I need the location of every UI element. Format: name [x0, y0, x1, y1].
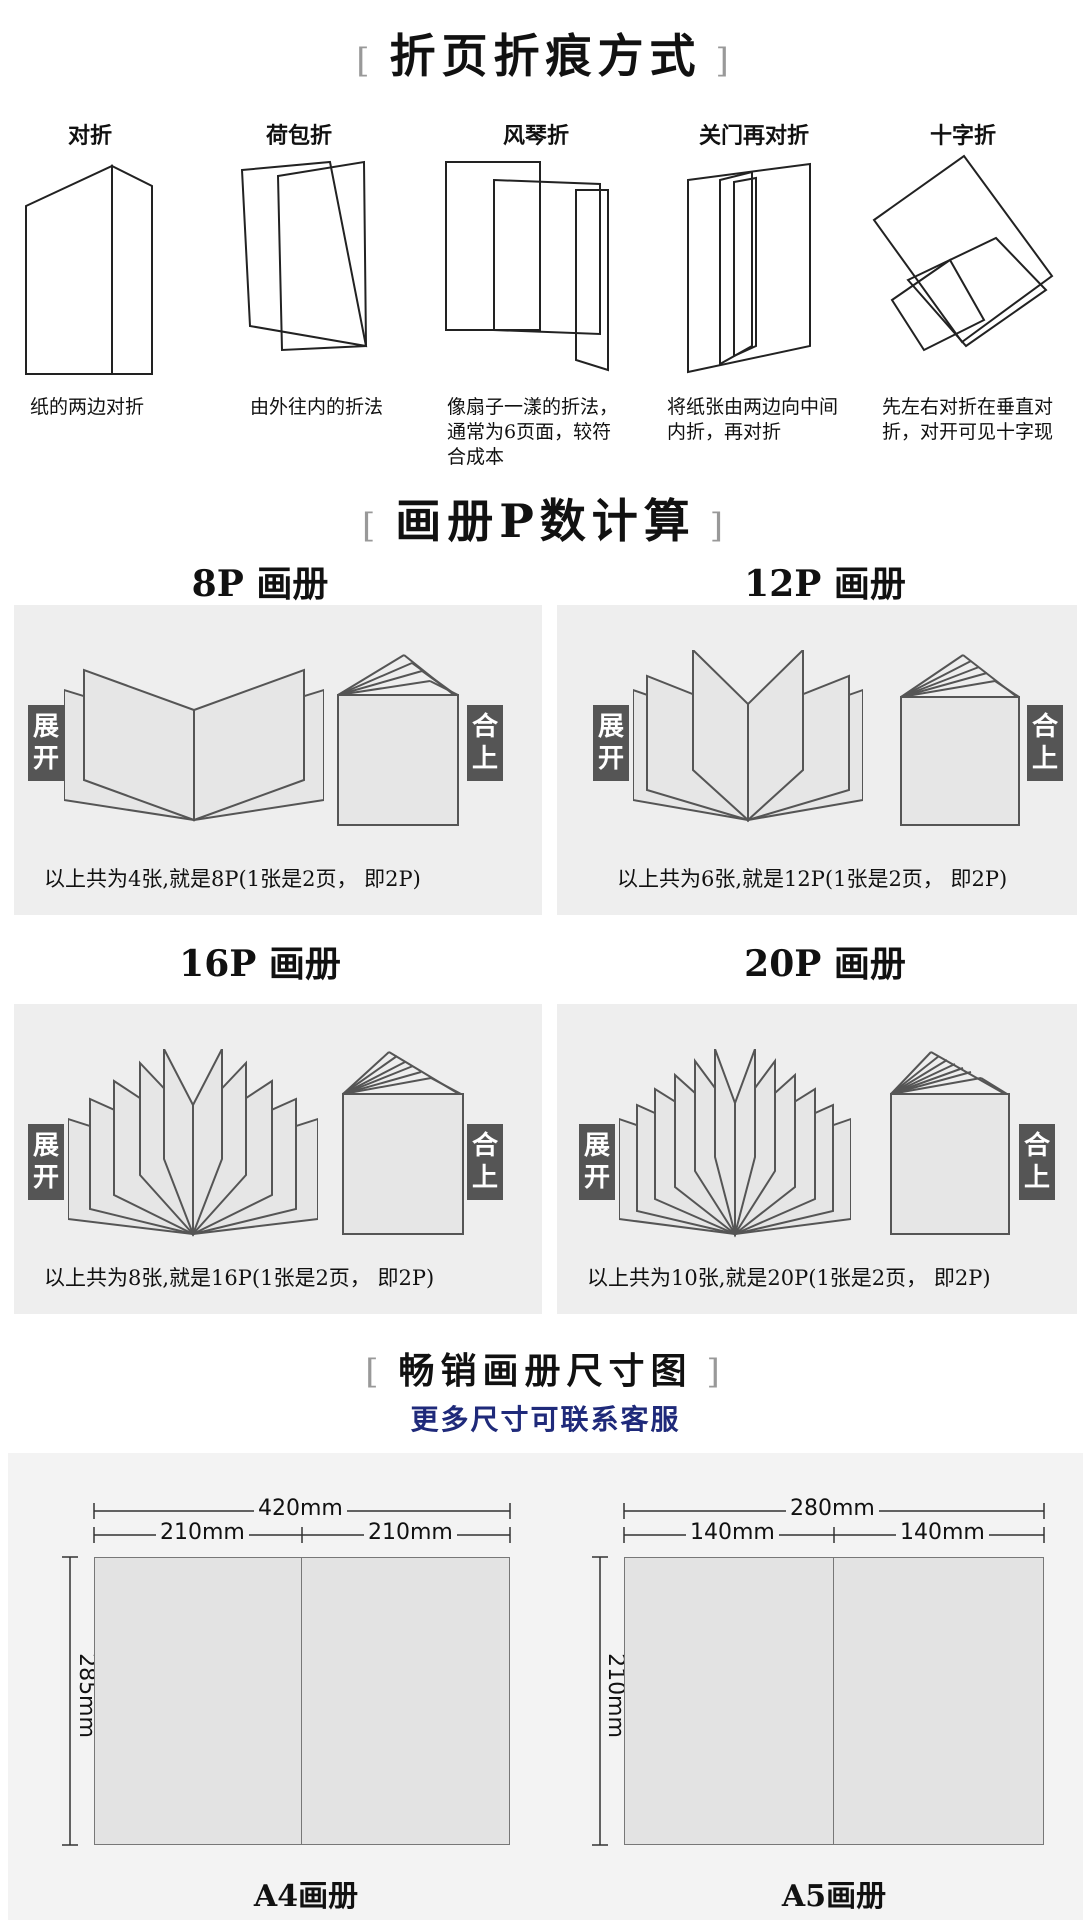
close-tag: 合上: [1027, 705, 1063, 781]
size-title-text: 畅销画册尺寸图: [398, 1350, 693, 1392]
bracket-close: ]: [706, 1352, 726, 1392]
a5-caption: A5画册: [781, 1879, 887, 1914]
a4-right-page: [301, 1557, 510, 1845]
close-tag: 合上: [1019, 1124, 1055, 1200]
panel-8p: 展开 合上 以上共为4张,就是8P(1张是2页， 即2P): [14, 605, 542, 915]
open-book-icon: [619, 1049, 851, 1238]
fold-desc-gate: 将纸张由两边向中间内折，再对折: [667, 396, 839, 443]
panel-caption-12p: 以上共为6张,就是12P(1张是2页， 即2P): [617, 867, 1008, 891]
panel-title-20p: 20P 画册: [744, 943, 906, 985]
a5-left-width: 140mm: [686, 1520, 779, 1545]
bracket-open: [: [361, 506, 382, 546]
panel-caption-16p: 以上共为8张,就是16P(1张是2页， 即2P): [44, 1266, 435, 1290]
fold-desc-cross: 先左右对折在垂直对折，对开可见十字现: [882, 396, 1054, 443]
fold-desc-accordion: 像扇子一漾的折法，通常为6页面，较符合成本: [447, 396, 619, 468]
a4-left-page: [94, 1557, 302, 1845]
a4-total-width: 420mm: [254, 1496, 347, 1521]
half-fold-diagram: [25, 164, 153, 375]
pages-section-title: [ 画册P数计算]: [0, 485, 1091, 551]
fold-desc-half: 纸的两边对折: [30, 396, 145, 418]
fold-diagrams: [25, 154, 1054, 375]
fold-label-pocket: 荷包折: [265, 123, 332, 149]
closed-book-icon: [337, 654, 459, 826]
closed-book-icon: [342, 1051, 464, 1235]
fold-desc-pocket: 由外往内的折法: [250, 396, 384, 418]
size-section-subtitle: 更多尺寸可联系客服: [410, 1403, 681, 1436]
open-tag: 展开: [28, 705, 64, 781]
fold-section-title: [ 折页折痕方式]: [0, 20, 1091, 86]
pocket-fold-diagram: [240, 160, 368, 352]
closed-book-icon: [900, 654, 1020, 826]
a4-caption: A4画册: [253, 1879, 359, 1914]
a5-left-page: [624, 1557, 834, 1845]
fold-label-cross: 十字折: [929, 123, 996, 149]
panel-title-8p: 8P 画册: [191, 563, 329, 605]
panel-16p: 展开 合上 以上共为8张,就是16P(1张是2页， 即2P): [14, 1004, 542, 1314]
fold-label-accordion: 风琴折: [502, 123, 569, 149]
bracket-close: ]: [715, 41, 735, 81]
accordion-fold-diagram: [445, 161, 609, 372]
panel-20p: 展开 合上 以上共为10张,就是20P(1张是2页， 即2P): [557, 1004, 1077, 1314]
open-tag: 展开: [579, 1124, 615, 1200]
a5-right-width: 140mm: [896, 1520, 989, 1545]
size-panel: 420mm 210mm 210mm 285mm A4画册 280mm 140mm…: [8, 1453, 1083, 1920]
a5-right-page: [833, 1557, 1044, 1845]
a5-total-width: 280mm: [786, 1496, 879, 1521]
close-tag: 合上: [467, 705, 503, 781]
bracket-close: ]: [709, 506, 730, 546]
pages-title-text: 画册P数计算: [395, 494, 696, 548]
close-tag: 合上: [467, 1124, 503, 1200]
open-tag: 展开: [28, 1124, 64, 1200]
fold-label-half: 对折: [67, 123, 112, 149]
panel-12p: 展开 合上 以上共为6张,就是12P(1张是2页， 即2P): [557, 605, 1077, 915]
bracket-open: [: [356, 41, 376, 81]
gate-fold-diagram: [687, 162, 811, 374]
open-tag: 展开: [593, 705, 629, 781]
closed-book-icon: [890, 1051, 1010, 1235]
a4-left-width: 210mm: [156, 1520, 249, 1545]
cross-fold-diagram: [872, 154, 1054, 352]
bracket-open: [: [365, 1352, 385, 1392]
fold-label-gate: 关门再对折: [698, 123, 809, 149]
panel-caption-8p: 以上共为4张,就是8P(1张是2页， 即2P): [44, 867, 421, 891]
a4-right-width: 210mm: [364, 1520, 457, 1545]
size-section-title: [ 畅销画册尺寸图]: [0, 1342, 1091, 1394]
panel-title-16p: 16P 画册: [179, 943, 341, 985]
open-book-icon: [64, 668, 324, 822]
open-book-icon: [68, 1049, 318, 1237]
panel-title-12p: 12P 画册: [744, 563, 906, 605]
open-book-icon: [633, 650, 863, 823]
fold-title-text: 折页折痕方式: [389, 29, 702, 83]
panel-caption-20p: 以上共为10张,就是20P(1张是2页， 即2P): [587, 1266, 991, 1290]
